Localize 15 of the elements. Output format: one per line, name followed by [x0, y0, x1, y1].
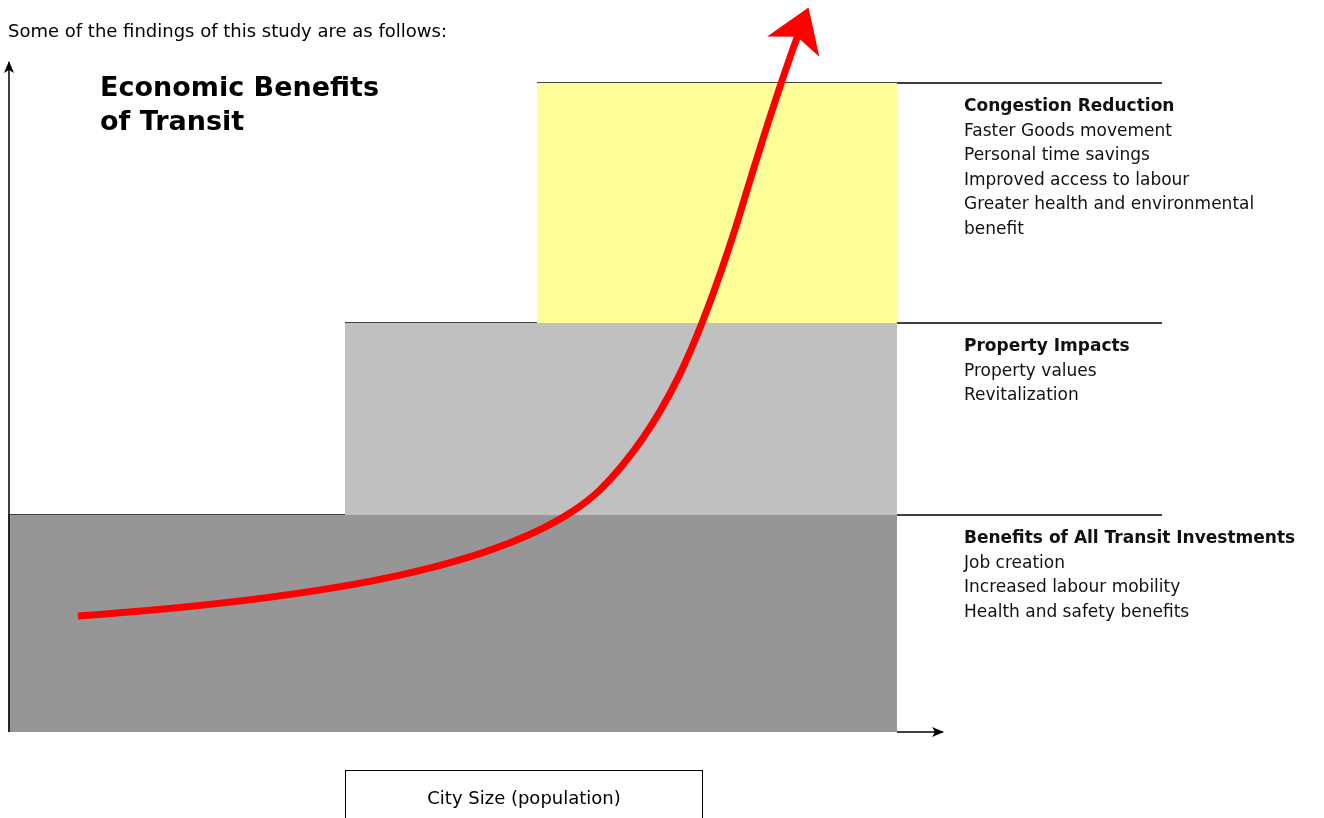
band-heading: Property Impacts	[964, 334, 1131, 357]
axis-label-box: City Size (population)	[345, 770, 703, 818]
benefit-item: Revitalization	[964, 383, 1080, 406]
benefit-item: Faster Goods movement	[964, 118, 1173, 142]
diagram-title: Economic Benefits of Transit	[100, 70, 380, 138]
benefit-item: Property values	[964, 358, 1098, 382]
band-heading: Benefits of All Transit Investments	[964, 526, 1297, 549]
benefit-item: Improved access to labour	[964, 167, 1191, 191]
benefit-item: Health and safety benefits	[964, 599, 1191, 623]
benefit-item: Greater health and environmental benefit	[964, 192, 1256, 240]
benefit-item: Increased labour mobility	[964, 575, 1182, 598]
band-heading: Congestion Reduction	[964, 94, 1176, 117]
benefit-item: Job creation	[964, 550, 1066, 574]
benefit-item: Personal time savings	[964, 143, 1151, 166]
intro-text: Some of the findings of this study are as follows:	[8, 20, 447, 41]
